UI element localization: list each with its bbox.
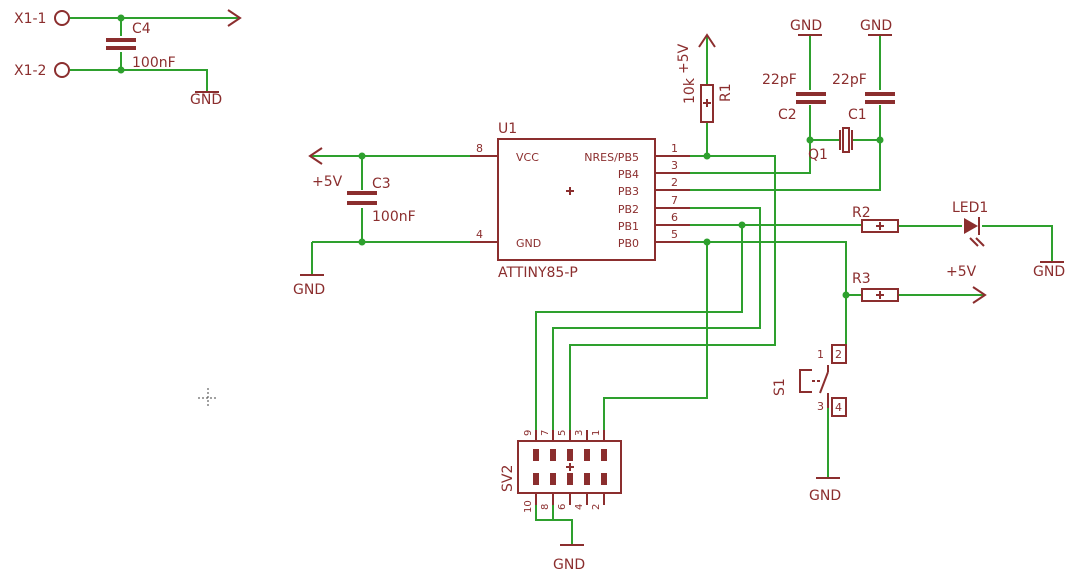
s1-label: S1	[772, 378, 788, 396]
resistor-r3: R3 +5V	[852, 264, 987, 304]
u1-pin-2-num: 2	[671, 176, 678, 189]
x1-2-label: X1-2	[14, 63, 46, 79]
sv2-pin-10: 10	[523, 500, 534, 513]
switch-s1: 1 2 3 4 S1	[772, 344, 847, 417]
gnd-c3-label: GND	[293, 282, 325, 298]
sv2-pin-1: 1	[591, 430, 602, 436]
u1-label: U1	[498, 121, 517, 137]
gnd-c2-label: GND	[790, 18, 822, 34]
x1-1-label: X1-1	[14, 11, 46, 27]
u1-pin-1-num: 1	[671, 142, 678, 155]
q1-label: Q1	[808, 147, 828, 163]
gnd-led-label: GND	[1033, 264, 1065, 280]
u1-pin-6-num: 6	[671, 211, 678, 224]
capacitor-c1: 22pF C1	[832, 72, 895, 123]
u1-part: ATTINY85-P	[498, 265, 578, 281]
capacitor-c2: 22pF C2	[762, 72, 826, 123]
sv2-pin-3: 3	[574, 430, 585, 436]
c3-value: 100nF	[372, 209, 416, 225]
sv2-pin-6: 6	[557, 504, 568, 510]
u1-pin-7-num: 7	[671, 194, 678, 207]
r3-label: R3	[852, 271, 871, 287]
gnd-c4-label: GND	[190, 92, 222, 108]
gnd-c1-label: GND	[860, 18, 892, 34]
junctions	[117, 14, 884, 299]
crosshair-cursor-icon	[198, 388, 218, 408]
u1-pin-pb3: PB3	[618, 185, 639, 198]
r1-value: 10k	[682, 77, 698, 104]
sv2-pin-4: 4	[574, 504, 585, 510]
s1-pin-2: 2	[835, 348, 842, 361]
sv2-label: SV2	[500, 465, 516, 492]
s1-pin-4: 4	[835, 401, 842, 414]
u1-pin-pb0: PB0	[618, 237, 639, 250]
crystal-q1: Q1	[808, 127, 853, 163]
sv2-pin-7: 7	[540, 430, 551, 436]
u1-pin-5-num: 5	[671, 228, 678, 241]
sv2-pin-2: 2	[591, 504, 602, 510]
c2-label: C2	[778, 107, 797, 123]
u1-pin-vcc: VCC	[516, 151, 539, 164]
u1-pin-pb1: PB1	[618, 220, 639, 233]
gnd-s1-label: GND	[809, 488, 841, 504]
sv2-pin-5: 5	[557, 430, 568, 436]
gnd-sv2-label: GND	[553, 557, 585, 573]
r3-vcc-label: +5V	[946, 264, 977, 280]
gnd-led: GND	[1033, 261, 1065, 280]
c1-value: 22pF	[832, 72, 867, 88]
u1-pin-nres-pb5: NRES/PB5	[584, 151, 639, 164]
header-sv2: 9 7 5 3 1 10 8 6 4 2 SV2	[500, 430, 622, 513]
gnd-sv2: GND	[553, 544, 585, 573]
vcc-c3: +5V	[308, 147, 343, 190]
u1-pin-3-num: 3	[671, 159, 678, 172]
sv2-pin-9: 9	[523, 430, 534, 436]
vcc-c3-label: +5V	[312, 174, 343, 190]
resistor-r2: R2	[852, 205, 899, 233]
led1-label: LED1	[952, 200, 988, 216]
r1-label: R1	[718, 83, 734, 102]
gnd-c1: GND	[860, 18, 892, 36]
c2-value: 22pF	[762, 72, 797, 88]
wires	[70, 17, 1053, 545]
s1-pin-3: 3	[817, 400, 824, 413]
c1-label: C1	[848, 107, 867, 123]
x1-connector: X1-1 X1-2	[14, 9, 242, 79]
capacitor-c4: C4 100nF	[106, 21, 176, 71]
gnd-c4: GND	[190, 91, 222, 108]
ic-u1: U1 ATTINY85-P 8 VCC 4 GND NRES/PB5 PB4 P…	[470, 121, 690, 281]
r2-label: R2	[852, 205, 871, 221]
capacitor-c3: C3 100nF	[347, 176, 416, 225]
u1-pin-8-num: 8	[476, 142, 483, 155]
u1-pin-pb4: PB4	[618, 168, 639, 181]
u1-pin-4-num: 4	[476, 228, 483, 241]
gnd-c2: GND	[790, 18, 822, 36]
u1-pin-pb2: PB2	[618, 203, 639, 216]
gnd-c3: GND	[293, 274, 325, 298]
resistor-r1: +5V 10k R1	[676, 33, 734, 123]
c3-label: C3	[372, 176, 391, 192]
r1-vcc-label: +5V	[676, 43, 692, 74]
gnd-s1: GND	[809, 477, 841, 504]
u1-pin-gnd: GND	[516, 237, 541, 250]
led-led1: LED1	[952, 200, 988, 247]
sv2-pin-8: 8	[540, 504, 551, 510]
s1-pin-1: 1	[817, 348, 824, 361]
c4-label: C4	[132, 21, 151, 37]
c4-value: 100nF	[132, 55, 176, 71]
